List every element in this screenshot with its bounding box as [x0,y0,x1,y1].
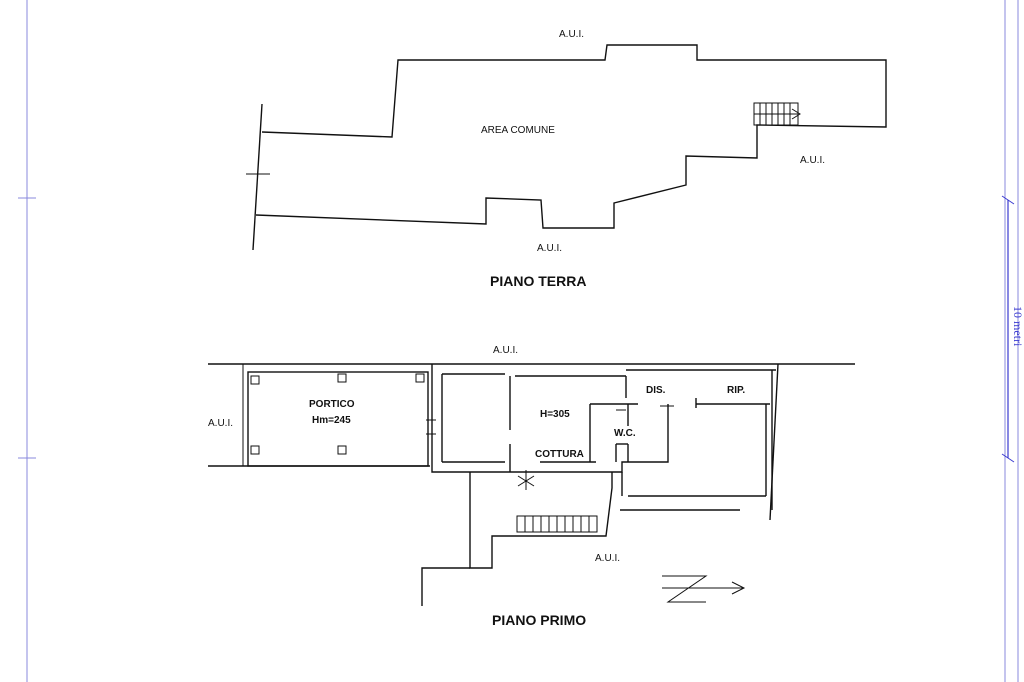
portico-height-label: Hm=245 [312,415,351,426]
wc-label: W.C. [614,428,636,439]
scale-bar-label: 10 metri [1011,306,1024,347]
first-floor-title: PIANO PRIMO [492,612,586,628]
first-aui-top: A.U.I. [493,345,518,356]
first-floor-plan: A.U.I. A.U.I. PORTICO Hm=245 H=305 COTTU… [208,345,855,628]
ground-floor-plan: A.U.I. AREA COMUNE A.U.I. A.U.I. PIANO T… [246,29,887,289]
cottura-label: COTTURA [535,449,584,460]
main-height-label: H=305 [540,409,570,420]
north-arrow-icon [662,575,746,603]
first-aui-bottom: A.U.I. [595,553,620,564]
page-frame [18,0,1019,682]
ground-area-label: AREA COMUNE [481,125,555,136]
portico-room [242,364,429,467]
rip-label: RIP. [727,385,745,396]
entrance-marker-icon [517,470,535,490]
ground-aui-right: A.U.I. [800,155,825,166]
ground-floor-title: PIANO TERRA [490,273,586,289]
portico-name-label: PORTICO [309,399,355,410]
dis-label: DIS. [646,385,666,396]
ground-aui-top: A.U.I. [559,29,584,40]
scale-bar: 10 metri [1001,195,1024,463]
first-aui-left: A.U.I. [208,418,233,429]
ground-stair-icon [753,102,801,126]
first-floor-stair-icon [516,515,598,533]
ground-aui-bottom: A.U.I. [537,243,562,254]
